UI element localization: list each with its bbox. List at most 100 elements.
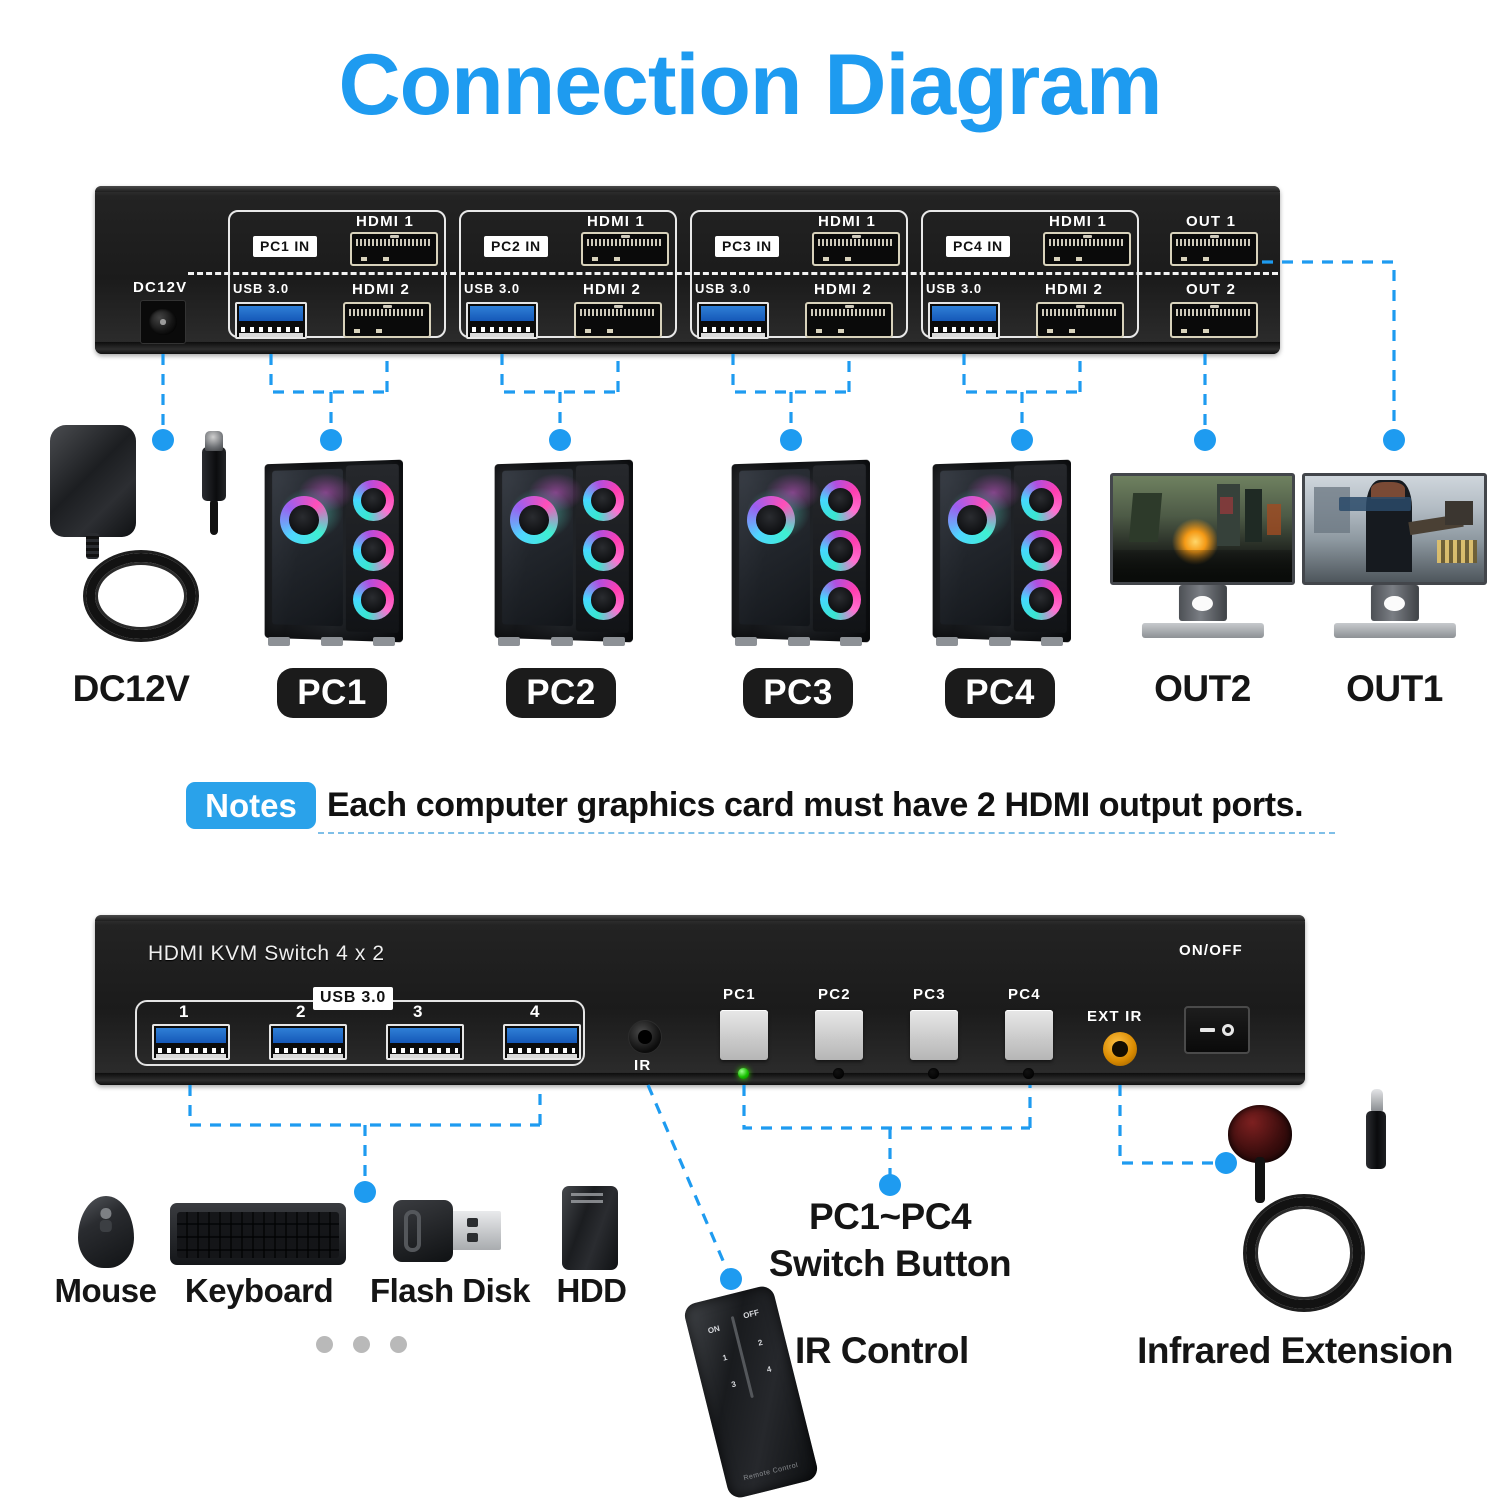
pc2-front-fan-1 xyxy=(583,479,624,521)
out2-screen xyxy=(1110,473,1295,586)
pc2-hdmi1-port[interactable] xyxy=(581,232,669,266)
carousel-dot-2[interactable] xyxy=(353,1336,370,1353)
pc2-front-fan-3 xyxy=(583,579,624,621)
mouse-device xyxy=(78,1196,134,1268)
front-usb3-port-1[interactable] xyxy=(152,1024,230,1060)
front-panel-brand-text: HDMI KVM Switch 4 x 2 xyxy=(148,942,385,965)
adapter-plug-cord xyxy=(210,499,218,535)
switch-button-caption-line1: PC1~PC4 xyxy=(808,1196,972,1237)
pc2-hdmi2-port[interactable] xyxy=(574,302,662,338)
out1-game-scene xyxy=(1305,476,1484,583)
adapter-dc-plug-body xyxy=(202,447,226,501)
pc4-hdmi2-port[interactable] xyxy=(1036,302,1124,338)
carousel-dot-3[interactable] xyxy=(390,1336,407,1353)
adapter-brick xyxy=(50,425,136,537)
notes-text: Each computer graphics card must have 2 … xyxy=(327,786,1304,824)
pc4-in-group-outline xyxy=(921,210,1139,338)
pc1-front-fan-3 xyxy=(353,579,394,621)
front-pc1-label: PC1 xyxy=(723,986,756,1003)
carousel-dot-1[interactable] xyxy=(316,1336,333,1353)
power-rocker-switch[interactable] xyxy=(1184,1006,1250,1054)
flash-disk-keyring-loop xyxy=(403,1209,422,1253)
pc2-usb3-port[interactable] xyxy=(466,302,538,339)
pc3-side-fan xyxy=(747,495,795,544)
pc3-hdmi1-port[interactable] xyxy=(812,232,900,266)
pc3-in-tag: PC3 IN xyxy=(715,236,779,257)
pc3-usb-label: USB 3.0 xyxy=(695,281,752,296)
keyboard-device xyxy=(170,1203,346,1265)
pc1-hdmi1-label: HDMI 1 xyxy=(356,213,415,230)
adapter-cable-coil xyxy=(86,553,196,639)
pc1-in-tag: PC1 IN xyxy=(253,236,317,257)
ext-ir-label: EXT IR xyxy=(1087,1008,1143,1025)
front-panel-bottom-edge xyxy=(95,1073,1305,1085)
dc12v-power-jack[interactable] xyxy=(140,300,186,344)
out2-hdmi-port[interactable] xyxy=(1170,302,1258,338)
ext-ir-jack[interactable] xyxy=(1103,1032,1137,1066)
pc1-usb3-port[interactable] xyxy=(235,302,307,339)
pc1-side-fan xyxy=(280,495,328,544)
pc4-switch-button[interactable] xyxy=(1005,1010,1053,1060)
wire-endpoint-dots xyxy=(152,429,1405,451)
out1-caption: OUT1 xyxy=(1346,668,1443,709)
pc3-front-fan-2 xyxy=(820,529,861,571)
infrared-extension-caption: Infrared Extension xyxy=(1137,1330,1453,1371)
front-usb-3-number: 3 xyxy=(413,1002,424,1021)
notes-underline xyxy=(318,832,1335,834)
pc4-usb-label: USB 3.0 xyxy=(926,281,983,296)
pc3-usb3-port[interactable] xyxy=(697,302,769,339)
adapter-strain-relief xyxy=(86,533,99,559)
out1-monitor-base xyxy=(1333,623,1456,638)
out2-monitor-base xyxy=(1141,623,1264,638)
pc1-hdmi2-port[interactable] xyxy=(343,302,431,338)
on-off-label: ON/OFF xyxy=(1179,942,1243,959)
rear-panel-top-edge xyxy=(95,186,1280,192)
front-pc2-label: PC2 xyxy=(818,986,851,1003)
ir-remote-control[interactable]: ON OFF 1 2 3 4 Remote Control xyxy=(682,1283,820,1500)
pc4-in-tag: PC4 IN xyxy=(946,236,1010,257)
out2-caption: OUT2 xyxy=(1154,668,1251,709)
pc2-front-fan-2 xyxy=(583,529,624,571)
out2-monitor xyxy=(1110,473,1295,638)
front-usb-4-number: 4 xyxy=(530,1002,541,1021)
pc2-side-fan xyxy=(510,495,558,544)
front-usb-2-number: 2 xyxy=(296,1002,307,1021)
ir-extension-sensor-head xyxy=(1228,1105,1292,1163)
pc3-hdmi2-port[interactable] xyxy=(805,302,893,338)
front-usb3-port-3[interactable] xyxy=(386,1024,464,1060)
pc3-switch-button[interactable] xyxy=(910,1010,958,1060)
mouse-scroll-wheel xyxy=(100,1207,112,1220)
flash-disk-body xyxy=(393,1200,454,1262)
out2-label: OUT 2 xyxy=(1186,281,1237,298)
dc-jack-pin xyxy=(160,319,166,325)
pc2-status-led xyxy=(833,1068,844,1079)
front-usb3-port-2[interactable] xyxy=(269,1024,347,1060)
rear-panel-bottom-edge xyxy=(95,342,1280,354)
pc1-switch-button[interactable] xyxy=(720,1010,768,1060)
pc4-usb3-port[interactable] xyxy=(928,302,1000,339)
pc1-hdmi1-port[interactable] xyxy=(350,232,438,266)
out1-label: OUT 1 xyxy=(1186,213,1237,230)
power-on-bar-icon xyxy=(1200,1028,1215,1032)
front-usb-tag: USB 3.0 xyxy=(313,987,394,1010)
pc3-tower xyxy=(729,459,870,646)
rear-panel-row-divider xyxy=(188,272,1278,275)
pc1-hdmi2-label: HDMI 2 xyxy=(352,281,411,298)
page-title: Connection Diagram xyxy=(338,37,1163,133)
front-usb3-port-4[interactable] xyxy=(503,1024,581,1060)
pc3-hdmi1-label: HDMI 1 xyxy=(818,213,877,230)
pc2-in-tag: PC2 IN xyxy=(484,236,548,257)
pc2-switch-button[interactable] xyxy=(815,1010,863,1060)
pc4-side-fan xyxy=(948,495,996,544)
out1-hdmi-port[interactable] xyxy=(1170,232,1258,266)
out1-monitor xyxy=(1302,473,1487,638)
pc1-status-led xyxy=(738,1068,749,1079)
out1-monitor-neck xyxy=(1370,585,1419,622)
ir-receiver-window xyxy=(628,1020,662,1054)
carousel-dots[interactable] xyxy=(316,1336,407,1353)
pc4-hdmi1-port[interactable] xyxy=(1043,232,1131,266)
notes-badge: Notes xyxy=(186,782,316,829)
pc4-tower xyxy=(930,459,1071,646)
pc3-status-led xyxy=(928,1068,939,1079)
